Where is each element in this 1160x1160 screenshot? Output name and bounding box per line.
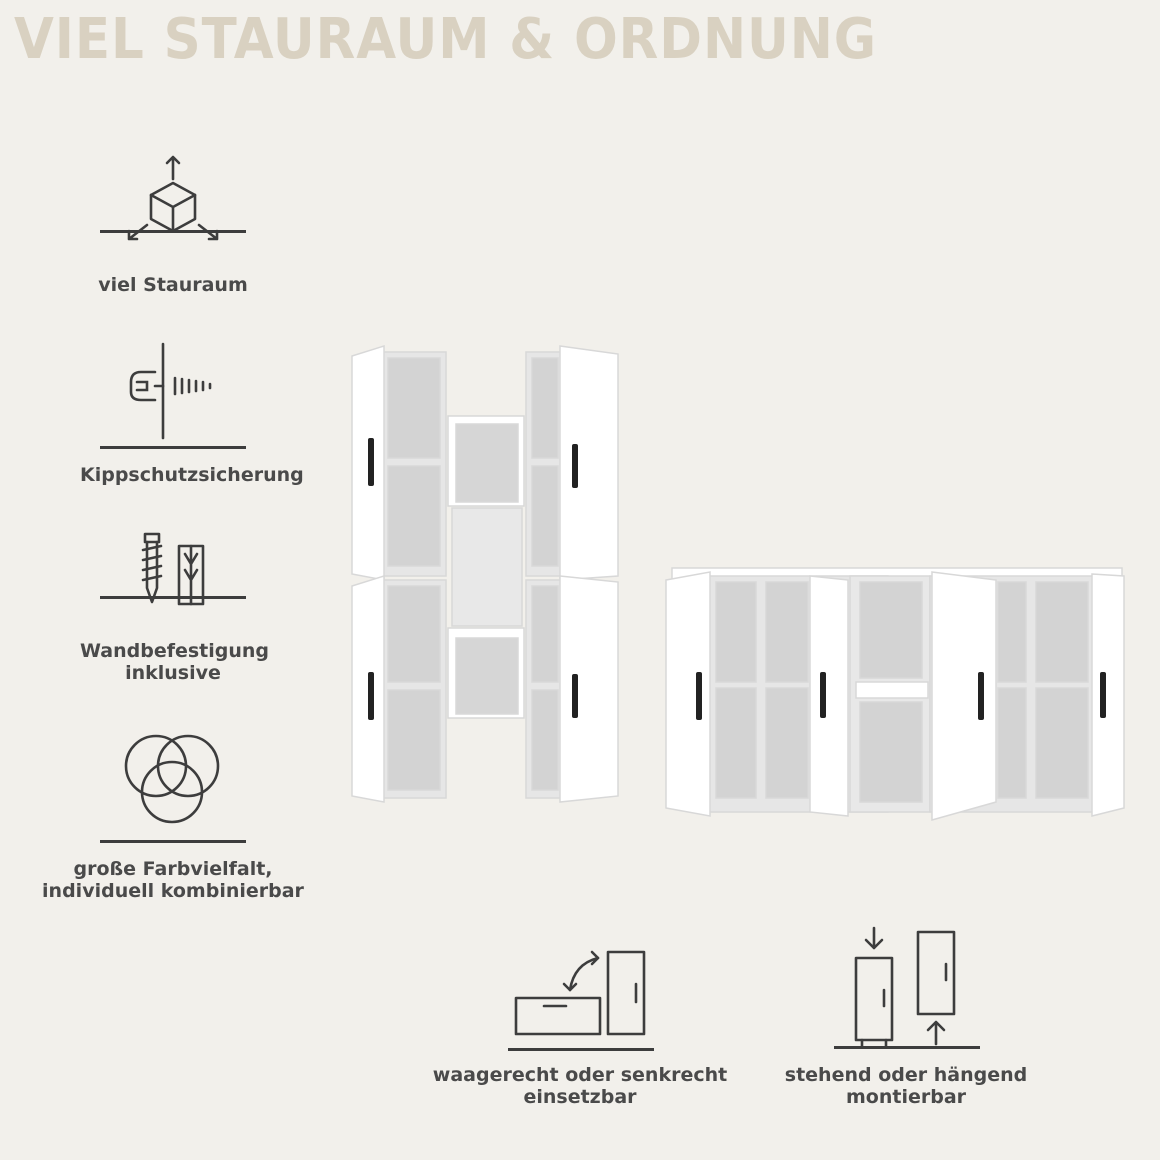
option-orientation: waagerecht oder senkrecht einsetzbar [420, 944, 740, 1114]
feature-label: große Farbvielfalt, individuell kombinie… [42, 858, 304, 902]
wall-screw-icon [129, 342, 212, 440]
horizontal-shelf-product-image [665, 567, 1125, 821]
feature-label: viel Stauraum [98, 274, 248, 296]
feature-label: Kippschutzsicherung [80, 464, 304, 486]
headline: VIEL STAURAUM & ORDNUNG [14, 7, 877, 72]
feature-storage: viel Stauraum [80, 150, 266, 300]
rotate-cabinet-icon [514, 950, 646, 1036]
feature-colors: große Farbvielfalt, individuell kombinie… [30, 728, 316, 908]
option-label: stehend oder hängend montierbar [784, 1064, 1028, 1108]
option-label: waagerecht oder senkrecht einsetzbar [432, 1064, 728, 1108]
color-circles-icon [124, 734, 220, 824]
feature-label: Wandbefestigung inklusive [80, 640, 270, 684]
stand-hang-icon [854, 926, 956, 1048]
feature-wall-mounting: Wandbefestigung inklusive [80, 528, 270, 688]
option-mounting: stehend oder hängend montierbar [766, 924, 1046, 1114]
feature-tipping-protection: Kippschutzsicherung [80, 340, 304, 490]
screw-dowel-icon [141, 532, 205, 606]
vertical-shelf-product-image [351, 344, 619, 803]
